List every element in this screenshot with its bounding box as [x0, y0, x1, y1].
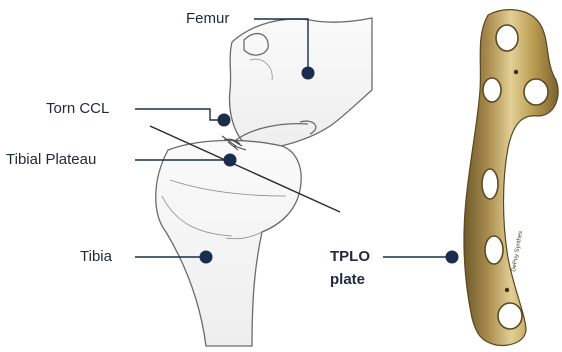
plate-engraving: DePuy Synthes [511, 231, 524, 273]
marker-dot-tibial-plateau [224, 154, 237, 167]
leader-line-torn-ccl [135, 109, 224, 120]
label-tplo-plate-line1: TPLO [330, 247, 370, 267]
femur-bone [229, 18, 372, 149]
tplo-plate: DePuy Synthes [464, 10, 558, 346]
marker-dot-torn-ccl [218, 114, 231, 127]
label-tibial-plateau: Tibial Plateau [6, 151, 96, 169]
marker-dot-tibia [200, 251, 213, 264]
plate-body [464, 10, 558, 346]
label-torn-ccl: Torn CCL [46, 100, 109, 118]
tibia-bone [156, 140, 301, 346]
label-tplo-plate-line2: plate [330, 270, 365, 290]
label-femur: Femur [186, 10, 229, 28]
marker-dot-femur [302, 67, 315, 80]
label-tibia: Tibia [80, 248, 112, 266]
marker-dot-tplo-plate [446, 251, 459, 264]
